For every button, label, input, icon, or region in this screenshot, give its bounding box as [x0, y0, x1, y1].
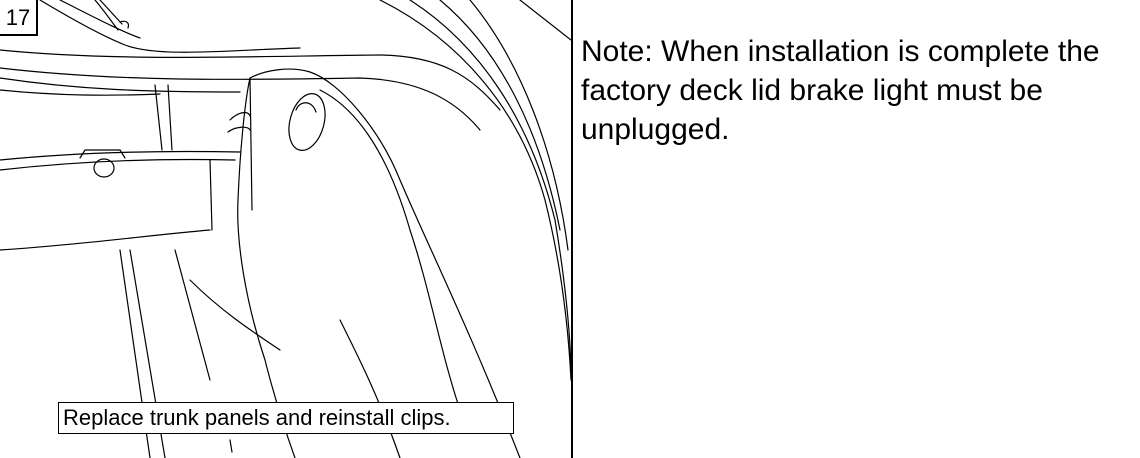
installation-note: Note: When installation is complete the …: [581, 35, 1100, 146]
trunk-panel-illustration: [0, 0, 571, 458]
step-number-badge: 17: [0, 0, 38, 36]
illustration-panel: 17 Replace trunk panels and reinstall cl…: [0, 0, 571, 458]
note-panel: Note: When installation is complete the …: [573, 0, 1140, 458]
illustration-caption: Replace trunk panels and reinstall clips…: [58, 402, 514, 434]
panel-divider: [571, 0, 573, 458]
